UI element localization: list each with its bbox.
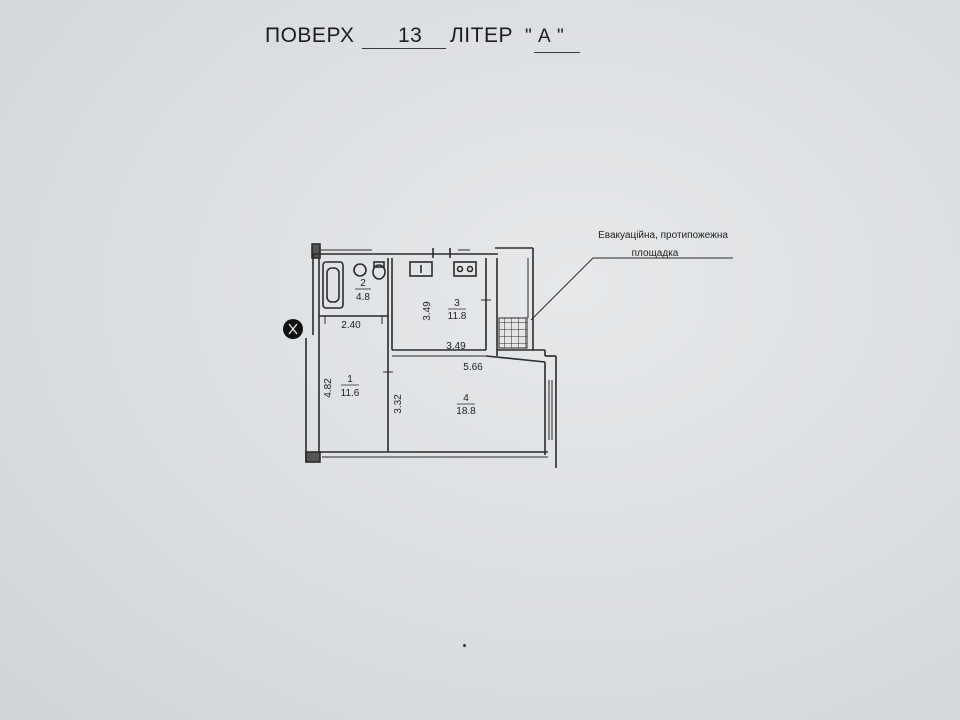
dim-2-40: 2.40 (341, 320, 361, 331)
balcony-grid (498, 317, 528, 349)
note-line-2: площадка (632, 248, 679, 259)
floor-underline (362, 48, 446, 49)
note-line-1: Евакуаційна, протипожежна (598, 230, 728, 241)
liter-value: " А " (525, 26, 565, 47)
dim-3-49-vertical: 3.49 (422, 301, 433, 321)
dim-5-66: 5.66 (463, 362, 483, 373)
entry-marker-cross (288, 323, 298, 335)
floor-number: 13 (398, 24, 423, 47)
room-1-number: 1 (347, 374, 353, 385)
room-4-number: 4 (463, 393, 469, 404)
note-leader-line (530, 257, 733, 321)
room-4-area: 18.8 (456, 406, 476, 417)
room-1-area: 11.6 (341, 388, 360, 399)
stray-mark (463, 644, 466, 647)
liter-label: ЛІТЕР (450, 24, 513, 47)
dim-3-32: 3.32 (393, 394, 404, 414)
dim-3-49-horizontal: 3.49 (446, 341, 466, 352)
room-2-area: 4.8 (356, 292, 370, 303)
floor-label: ПОВЕРХ (265, 24, 355, 47)
room-3-area: 11.8 (448, 311, 467, 322)
room-3-number: 3 (454, 298, 460, 309)
liter-underline (534, 52, 580, 53)
room-2-number: 2 (360, 278, 366, 289)
dim-4-82: 4.82 (323, 378, 334, 398)
dimension-ticks (324, 299, 491, 373)
plan-walls (305, 243, 557, 468)
